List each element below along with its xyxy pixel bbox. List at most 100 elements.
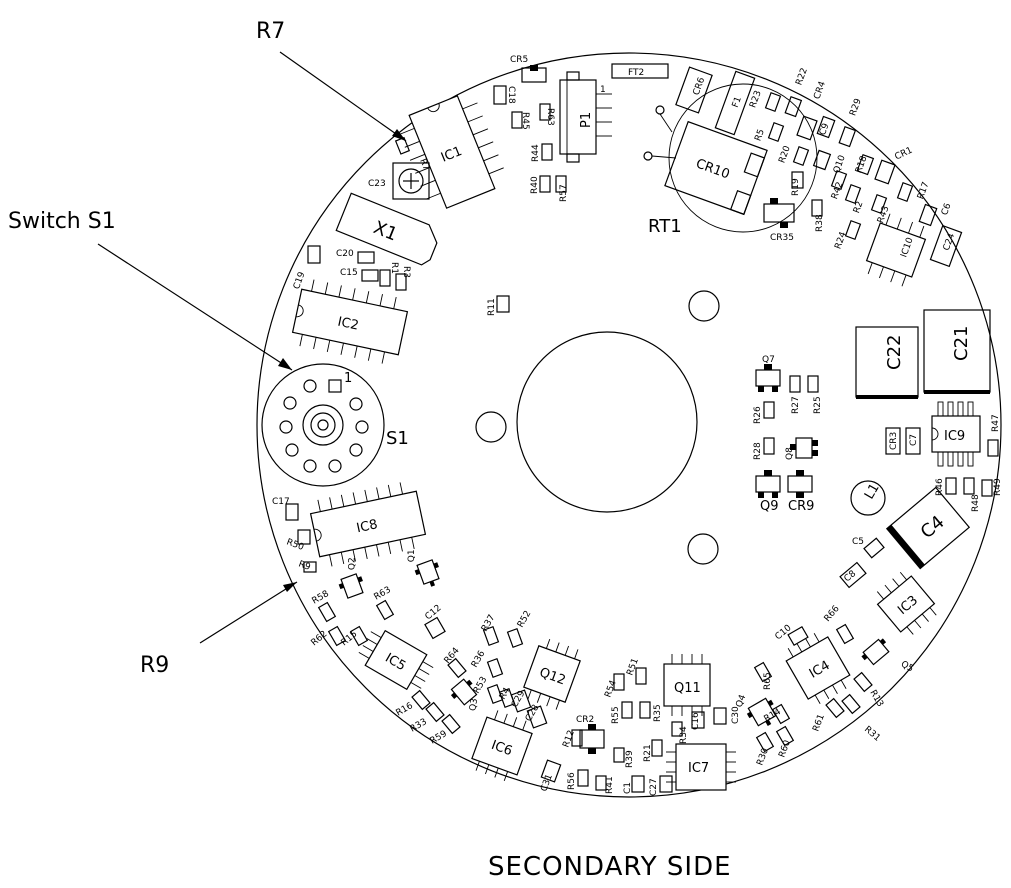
r48-label: R48 <box>971 494 981 512</box>
r30-label: R30 <box>755 747 771 767</box>
r34-label: R34 <box>679 726 689 744</box>
c7-cap: C7 <box>905 427 921 455</box>
cr10-diode: CR10 <box>664 120 768 216</box>
r50-label: R50 <box>285 537 305 553</box>
callout-switch-s1: Switch S1 <box>8 209 293 371</box>
c4-cap: C4 <box>885 486 971 570</box>
r63-top-label: R63 <box>545 108 555 126</box>
r48-resistor: R48 <box>971 479 993 512</box>
r43-resistor: R43 <box>870 194 892 225</box>
r47-label: R47 <box>991 414 1001 432</box>
r56-label: R56 <box>567 772 577 790</box>
s1-label: S1 <box>386 428 409 449</box>
r38-label: R38 <box>815 214 825 232</box>
c29-cap: C29 <box>510 689 532 713</box>
r12-resistor: R12 <box>561 729 583 749</box>
ic5: IC5 <box>358 629 434 691</box>
cr9-label: CR9 <box>788 499 814 514</box>
r44-resistor: R44 <box>531 143 553 162</box>
rt1-label: RT1 <box>648 216 682 237</box>
callout-r7-label: R7 <box>256 19 285 44</box>
cr5-diode: CR5 <box>510 55 547 83</box>
ic7-label: IC7 <box>688 761 709 776</box>
c21-cap: C21 <box>923 309 991 394</box>
r37-resistor: R37 <box>480 613 500 646</box>
c27-cap: C27 <box>649 775 673 796</box>
r45-label: R45 <box>520 112 530 130</box>
callout-switch-s1-label: Switch S1 <box>8 209 116 234</box>
r63-label: R63 <box>373 585 393 603</box>
r41-label: R41 <box>605 776 615 794</box>
p1-connector: P1 1 <box>559 71 612 163</box>
r46-resistor: R46 <box>935 477 957 496</box>
mount-hole-left <box>475 411 507 443</box>
r57-resistor: R57 <box>555 175 569 202</box>
r28-resistor: R28 <box>753 437 775 460</box>
r49-resistor: R49 <box>963 477 1003 496</box>
q2-transistor: Q2 <box>338 557 364 599</box>
c30-cap: C30 <box>713 706 741 725</box>
c6-label: C6 <box>940 202 954 217</box>
r9-resistor: R9 <box>297 559 317 573</box>
c23-label: C23 <box>368 179 386 189</box>
l1-label: L1 <box>862 481 883 502</box>
q8-label: Q8 <box>785 447 795 460</box>
board-outline <box>256 52 1002 798</box>
r57-label: R57 <box>559 184 569 202</box>
r22-label: R22 <box>794 67 809 87</box>
switch-s1: S1 1 <box>261 363 409 487</box>
ic8: IC8 <box>309 482 427 567</box>
r59-resistor: R59 <box>429 713 461 747</box>
r33-resistor: R33 <box>409 701 445 735</box>
r41-resistor: R41 <box>595 775 615 794</box>
ic6-label: IC6 <box>489 738 514 759</box>
r19-label: R19 <box>791 178 801 196</box>
r64-resistor: R64 <box>443 646 467 679</box>
c15-cap: C15 <box>340 268 379 282</box>
r20-resistor: R20 <box>777 144 810 166</box>
l1-inductor: L1 <box>850 480 886 516</box>
c17-cap: C17 <box>272 497 299 521</box>
r63-resistor-top: R63 <box>539 103 555 126</box>
c31-cap: C31 <box>539 759 562 793</box>
r2-resistor: R2 <box>844 184 866 215</box>
c27-label: C27 <box>649 778 659 796</box>
r26-label: R26 <box>753 406 763 424</box>
c22-cap: C22 <box>855 326 919 399</box>
mount-hole-bottom <box>687 533 719 565</box>
c23-trimmer: C23 <box>368 162 430 200</box>
r15-label: R15 <box>340 629 360 648</box>
cr10-label: CR10 <box>694 156 732 182</box>
r39-resistor: R39 <box>613 747 635 768</box>
r25-label: R25 <box>813 396 823 414</box>
ic6: IC6 <box>471 710 533 782</box>
ic1: IC1 <box>399 95 504 209</box>
r44-label: R44 <box>531 144 541 162</box>
r1-resistor: R1 <box>379 262 399 287</box>
cr3-diode: CR3 <box>885 427 901 455</box>
ic9: IC9 <box>931 401 981 467</box>
r26-resistor: R26 <box>753 401 775 424</box>
f1-label: F1 <box>731 95 744 109</box>
r29-label: R29 <box>848 97 864 117</box>
r24-resistor: R24 <box>833 220 862 251</box>
r15-resistor: R15 <box>340 625 369 648</box>
q4-label: Q4 <box>735 693 749 709</box>
r22-resistor: R22 <box>784 67 810 118</box>
c1-label: C1 <box>623 782 633 794</box>
r25-resistor: R25 <box>807 375 823 414</box>
c20-cap: C20 <box>336 249 375 264</box>
callout-r9-label: R9 <box>140 653 169 678</box>
q1-transistor: Q1 <box>407 549 440 587</box>
r35-label: R35 <box>653 704 663 722</box>
r9-label: R9 <box>297 559 312 573</box>
c7-label: C7 <box>909 434 919 446</box>
r29-resistor: R29 <box>838 97 864 148</box>
r28-label: R28 <box>753 442 763 460</box>
r3-resistor: R3 <box>395 266 411 291</box>
q3-transistor: Q3 <box>450 678 480 712</box>
r65-label: R65 <box>763 672 773 690</box>
ic4: IC4 <box>785 633 851 704</box>
p1-pin1-label: 1 <box>600 85 606 95</box>
r17-resistor: R17 <box>896 181 932 202</box>
